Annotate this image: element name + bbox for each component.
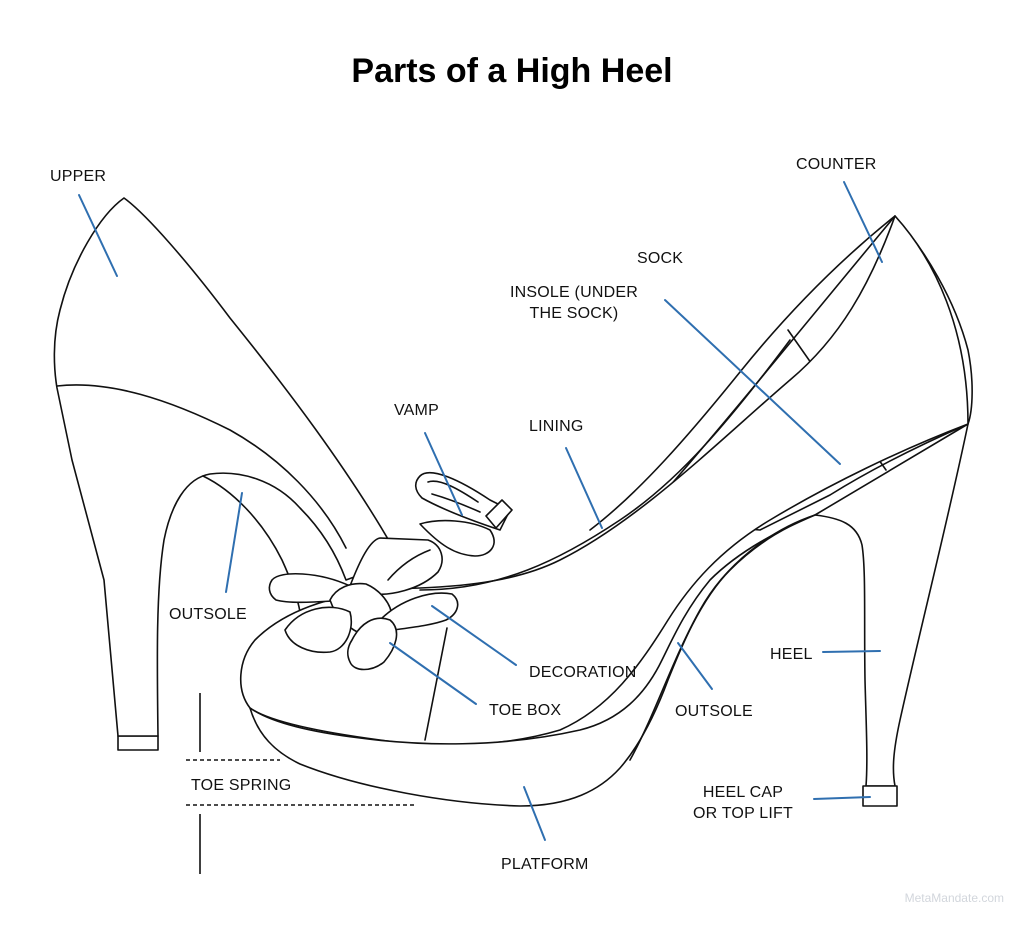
right-outsole-line — [629, 514, 816, 761]
leader-outsole-right — [677, 642, 713, 690]
bow-back-tail — [419, 519, 495, 557]
leader-insole — [664, 299, 841, 465]
toe-spring-guides — [186, 693, 415, 874]
label-lining: LINING — [529, 418, 584, 435]
label-insole-line2: THE SOCK) — [529, 305, 619, 322]
leader-toe-box — [389, 642, 477, 705]
left-shoe-body — [53, 197, 401, 737]
label-heel-cap: HEEL CAP OR TOP LIFT — [688, 782, 798, 824]
watermark: MetaMandate.com — [904, 891, 1004, 905]
label-outsole-right: OUTSOLE — [675, 703, 753, 720]
left-heel-tip — [117, 735, 159, 751]
diagram-title: Parts of a High Heel — [351, 52, 673, 90]
bow-back-loop-inner — [427, 480, 481, 513]
label-insole-line1: INSOLE (UNDER — [510, 284, 638, 301]
leader-heel — [822, 650, 881, 653]
leader-counter — [843, 181, 883, 263]
label-upper: UPPER — [50, 168, 107, 185]
label-heel-cap-line1: HEEL CAP — [702, 784, 784, 801]
right-heel-cap — [862, 785, 898, 807]
bow-decoration — [268, 471, 513, 671]
leader-platform — [523, 786, 546, 841]
label-sock: SOCK — [637, 250, 684, 267]
left-upper-line — [56, 384, 347, 549]
label-counter: COUNTER — [796, 156, 877, 173]
label-platform: PLATFORM — [501, 856, 589, 873]
leader-heel-cap — [813, 796, 871, 800]
bow-right-tail — [379, 592, 459, 633]
leader-upper — [78, 194, 118, 277]
leader-lining — [565, 447, 603, 529]
leader-lines — [78, 181, 883, 841]
right-sock-line — [589, 215, 896, 531]
label-toe-box: TOE BOX — [489, 702, 562, 719]
bow-bottom-loop — [347, 617, 398, 671]
left-shoe — [53, 197, 401, 751]
bow-top-loop-inner — [387, 549, 431, 581]
label-heel: HEEL — [770, 646, 813, 663]
label-outsole-left: OUTSOLE — [169, 606, 247, 623]
right-heel — [814, 423, 969, 787]
label-insole: INSOLE (UNDER THE SOCK) — [508, 282, 640, 324]
bow-back-knot — [485, 499, 513, 529]
bow-lower-flap — [284, 606, 352, 654]
leader-vamp — [424, 432, 463, 516]
leader-outsole-left — [225, 492, 243, 593]
label-heel-cap-line2: OR TOP LIFT — [692, 805, 793, 822]
bow-top-loop — [349, 537, 443, 596]
label-decoration: DECORATION — [529, 664, 637, 681]
leader-decoration — [431, 605, 517, 666]
right-toe-seam — [424, 627, 448, 741]
label-vamp: VAMP — [394, 402, 439, 419]
bow-left-loop — [268, 572, 351, 604]
label-toe-spring: TOE SPRING — [191, 777, 292, 794]
right-lining-line — [419, 339, 791, 591]
